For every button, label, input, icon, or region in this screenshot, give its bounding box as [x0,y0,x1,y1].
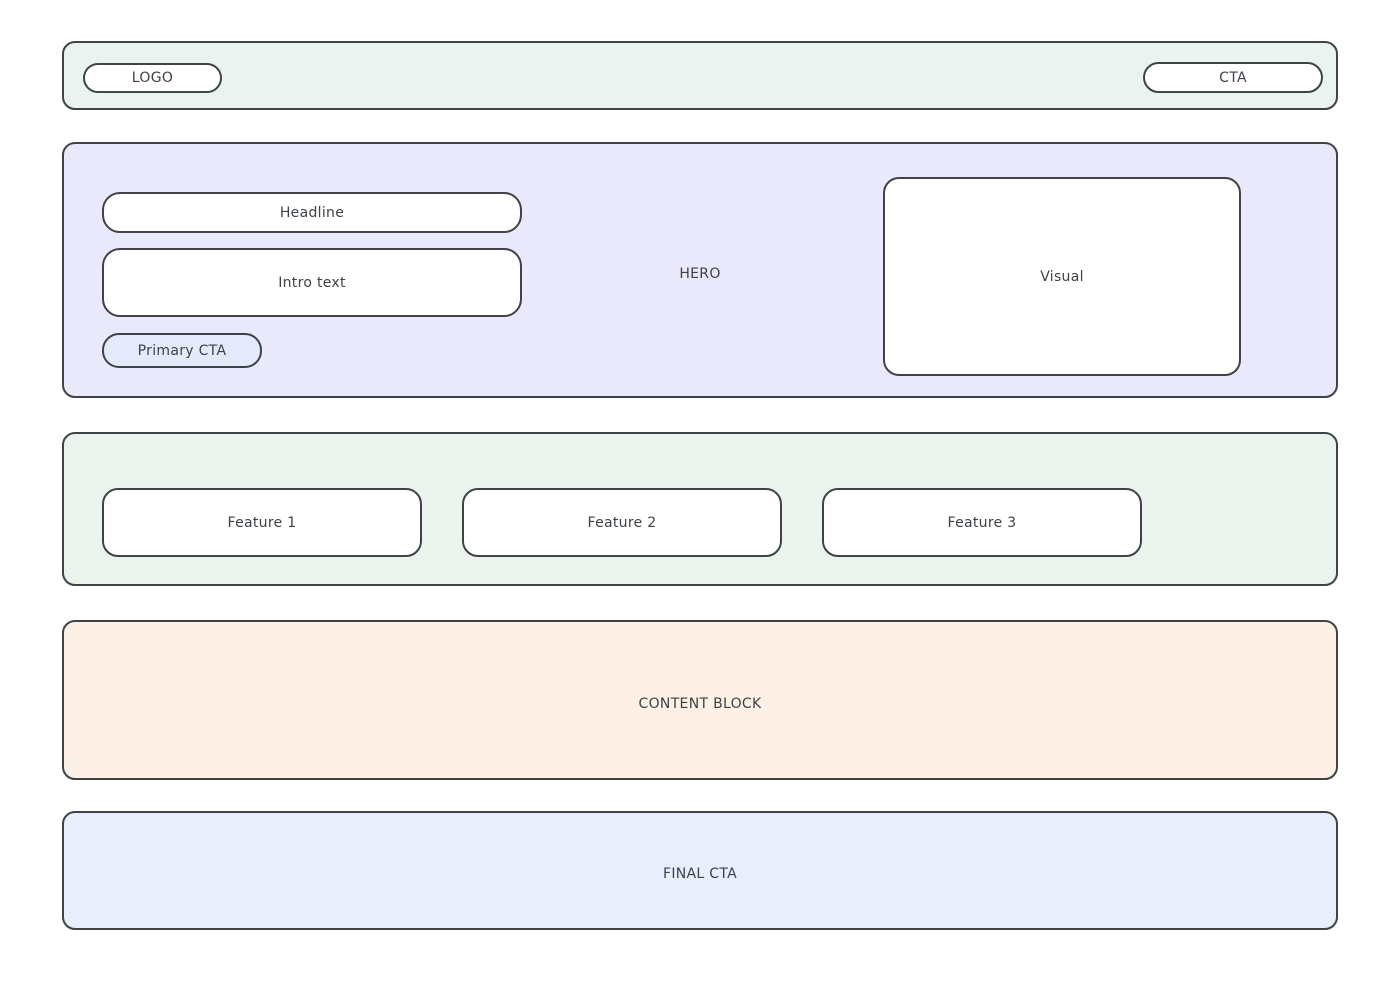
hero-visual-placeholder: Visual [883,177,1241,376]
logo-label: LOGO [131,70,174,86]
intro-text-placeholder: Intro text [102,248,522,317]
headline-placeholder: Headline [102,192,522,233]
final-cta-section[interactable]: FINAL CTA [62,811,1338,930]
feature-1-label: Feature 1 [227,514,297,531]
content-block-section: CONTENT BLOCK [62,620,1338,780]
top-bar: LOGO CTA [62,41,1338,110]
primary-cta-label: Primary CTA [137,342,227,359]
primary-cta-button[interactable]: Primary CTA [102,333,262,368]
hero-visual-label: Visual [1040,268,1084,285]
hero-section: Headline Intro text Primary CTA HERO Vis… [62,142,1338,398]
feature-2-label: Feature 2 [587,514,657,531]
feature-card-2: Feature 2 [462,488,782,557]
features-section: Feature 1 Feature 2 Feature 3 [62,432,1338,586]
feature-card-3: Feature 3 [822,488,1142,557]
feature-3-label: Feature 3 [947,514,1017,531]
feature-card-1: Feature 1 [102,488,422,557]
final-cta-label: FINAL CTA [663,866,737,882]
hero-section-label: HERO [679,266,721,282]
nav-cta-label: CTA [1219,69,1247,86]
intro-text-label: Intro text [278,274,346,291]
nav-cta-button[interactable]: CTA [1143,62,1323,93]
headline-label: Headline [279,204,345,221]
logo-button[interactable]: LOGO [83,63,222,93]
content-block-label: CONTENT BLOCK [638,696,762,712]
